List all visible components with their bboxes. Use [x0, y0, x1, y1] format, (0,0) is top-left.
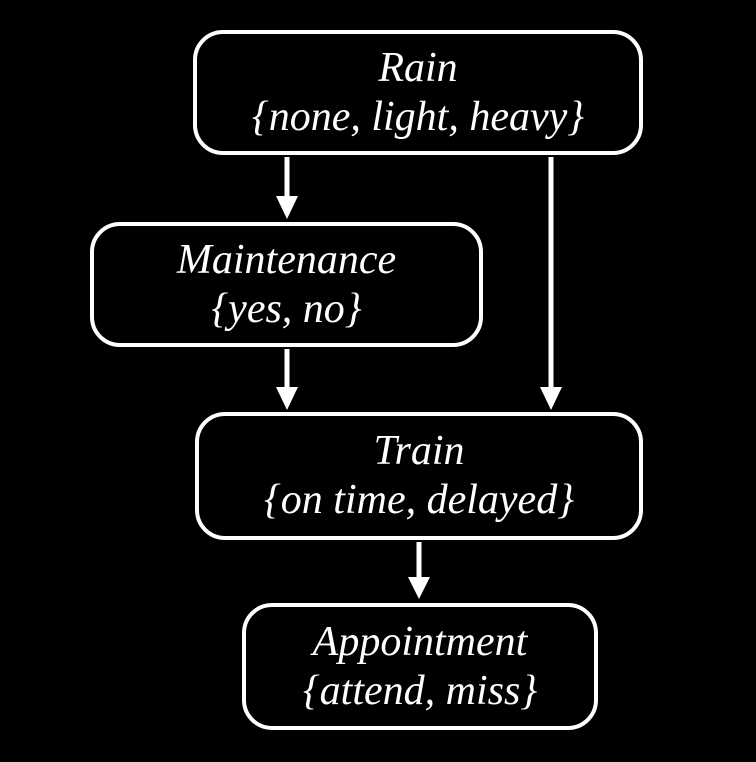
node-maintenance-domain: {yes, no}	[211, 285, 362, 332]
node-appointment-domain: {attend, miss}	[302, 667, 538, 714]
node-train-domain: {on time, delayed}	[264, 477, 574, 523]
node-maintenance-label: Maintenance	[176, 236, 397, 283]
node-rain: Rain {none, light, heavy}	[193, 30, 643, 155]
edge-train-to-appointment-arrow	[408, 542, 430, 599]
edge-rain-to-train-arrow	[540, 157, 562, 410]
edge-rain-to-maintenance-arrow	[276, 157, 298, 219]
node-maintenance: Maintenance {yes, no}	[90, 222, 483, 347]
node-rain-label: Rain	[378, 44, 458, 91]
node-appointment: Appointment {attend, miss}	[242, 603, 598, 730]
node-appointment-label: Appointment	[312, 618, 528, 665]
node-train-label: Train	[373, 428, 465, 474]
edge-maintenance-to-train-arrow	[276, 349, 298, 410]
node-train: Train {on time, delayed}	[195, 412, 643, 540]
node-rain-domain: {none, light, heavy}	[251, 93, 585, 140]
